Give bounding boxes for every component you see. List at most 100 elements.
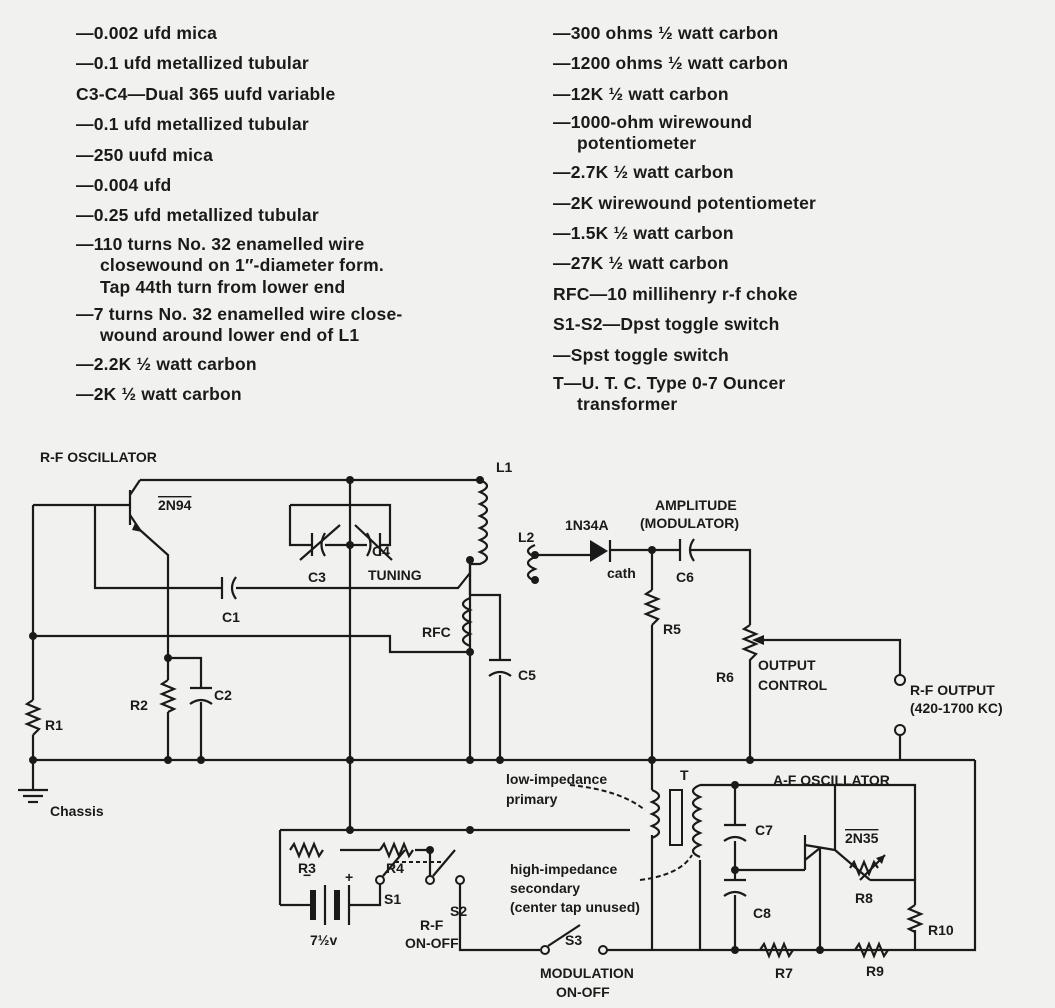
label-rf-output-1: R-F OUTPUT [910,682,995,698]
parts-list-right: —300 ohms ½ watt carbon —1200 ohms ½ watt… [553,18,953,418]
schematic-diagram: R-F OSCILLATOR 2N94 L1 L2 1N34A cath AMP… [18,449,1003,1000]
part-r4: —1200 ohms ½ watt carbon [553,48,953,78]
label-rf-onoff-1: R-F [420,917,444,933]
label-c5: C5 [518,667,536,683]
part-c1: —0.002 ufd mica [76,18,506,48]
label-high-imp-2: secondary [510,880,580,896]
junction-dots [29,476,824,954]
label-low-imp-2: primary [506,791,558,807]
part-r9: —1.5K ½ watt carbon [553,218,953,248]
label-modulator: (MODULATOR) [640,515,739,531]
chassis-ground-icon [18,788,48,804]
label-c7: C7 [755,822,773,838]
part-desc: —1200 ohms ½ watt carbon [553,53,789,74]
label-r4: R4 [386,860,404,876]
arrow-low-impedance [569,784,646,811]
resistor-r1 [24,699,42,736]
resistor-r4 [379,841,414,859]
label-battery: 7½v [310,932,337,948]
label-r6: R6 [716,669,734,685]
part-desc: —Spst toggle switch [553,344,729,365]
transformer-t [649,783,703,859]
part-desc: —2K wirewound potentiometer [553,192,817,213]
capacitor-c2 [189,686,213,705]
part-desc: —250 uufd mica [76,144,214,165]
output-terminal-bottom [894,724,906,736]
part-desc: —0.004 ufd [76,175,172,196]
part-desc-continued: Tap 44th turn from lower end [100,276,346,297]
part-desc: T—U. T. C. Type 0-7 Ouncer [553,373,786,394]
part-l2: —7 turns No. 32 enamelled wire close-wou… [76,301,506,347]
label-s1: S1 [384,891,401,907]
label-r3: R3 [298,860,316,876]
label-t: T [680,767,689,783]
part-desc-continued: closewound on 1″-diameter form. [100,254,384,275]
part-desc: —12K ½ watt carbon [553,83,729,104]
part-desc-continued: wound around lower end of L1 [100,324,360,345]
label-r7: R7 [775,965,793,981]
label-modulation-1: MODULATION [540,965,634,981]
wiring [31,478,977,952]
label-rf-onoff-2: ON-OFF [405,935,459,951]
part-desc: —27K ½ watt carbon [553,253,729,274]
part-desc: S1-S2—Dpst toggle switch [553,314,780,335]
resistor-r2 [159,679,177,713]
inductor-l2 [526,543,538,583]
label-chassis: Chassis [50,803,104,819]
part-r1: —2.2K ½ watt carbon [76,349,506,379]
label-r5: R5 [663,621,681,637]
part-c7: —0.004 ufd [76,170,506,200]
svg-text:+: + [345,869,353,885]
part-r8: —2K wirewound potentiometer [553,188,953,218]
label-2n35: 2N35 [845,830,879,846]
label-tuning: TUNING [368,567,422,583]
part-desc: —0.002 ufd mica [76,23,218,43]
capacitor-c1 [220,576,237,600]
label-r8: R8 [855,890,873,906]
part-desc: —1.5K ½ watt carbon [553,223,734,244]
part-desc: —0.1 ufd metallized tubular [76,53,309,74]
battery-icon [300,885,368,925]
label-rf-oscillator: R-F OSCILLATOR [40,449,157,465]
capacitor-c8 [723,878,747,897]
label-output-2: CONTROL [758,677,828,693]
label-rf-output-2: (420-1700 KC) [910,700,1003,716]
label-c4: C4 [372,543,390,559]
part-c3-c4: C3-C4—Dual 365 uufd variable [76,79,506,109]
capacitor-c5 [488,658,512,677]
part-desc: —1000-ohm wirewound [553,112,753,133]
label-af-oscillator: A-F OSCILLATOR [773,772,890,788]
svg-text:−: − [303,867,311,883]
label-2n94: 2N94 [158,497,192,513]
part-desc: —7 turns No. 32 enamelled wire close- [76,303,403,324]
label-l2: L2 [518,529,535,545]
inductor-l1 [470,478,489,566]
label-output-1: OUTPUT [758,657,816,673]
label-c3: C3 [308,569,326,585]
schematic-labels: R-F OSCILLATOR 2N94 L1 L2 1N34A cath AMP… [40,449,1003,1000]
resistor-r7 [759,941,794,959]
label-c1: C1 [222,609,240,625]
part-r7: —2.7K ½ watt carbon [553,157,953,187]
arrow-high-impedance [639,854,693,881]
label-c2: C2 [214,687,232,703]
part-c5: —0.1 ufd metallized tubular [76,109,506,139]
label-s3: S3 [565,932,582,948]
diode-1n34a [590,540,612,562]
label-amplitude: AMPLITUDE [655,497,737,513]
output-terminal-top [894,674,906,686]
transistor-2n94 [110,479,142,532]
part-rfc: RFC—10 millihenry r-f choke [553,279,953,309]
resistor-r9 [854,941,889,959]
label-r9: R9 [866,963,884,979]
label-l1: L1 [496,459,513,475]
resistor-r5 [643,589,661,626]
part-r2: —2K ½ watt carbon [76,379,506,409]
label-c8: C8 [753,905,771,921]
part-r3: —300 ohms ½ watt carbon [553,18,953,48]
potentiometer-r8 [849,854,886,881]
part-desc: C3-C4—Dual 365 uufd variable [76,83,336,104]
label-cath: cath [607,565,636,581]
